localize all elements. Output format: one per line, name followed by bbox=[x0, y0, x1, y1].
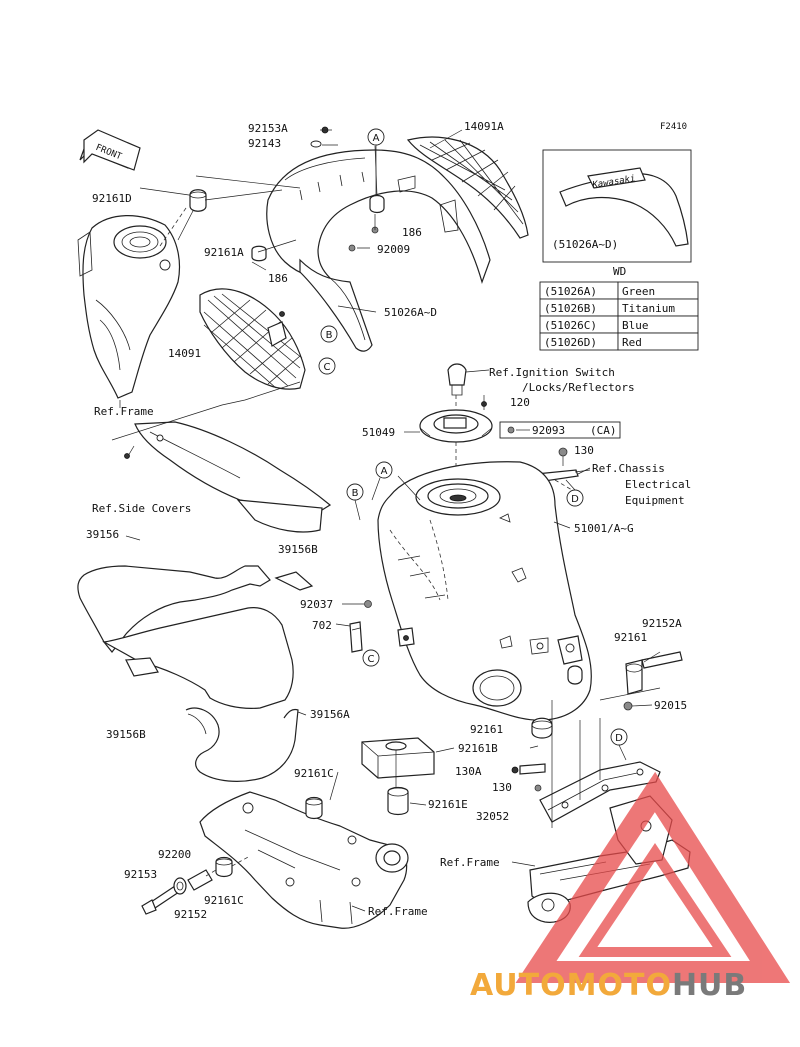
callout-ref-chassis-1: Ref.Chassis bbox=[592, 462, 665, 475]
table-row-color: Titanium bbox=[622, 302, 675, 315]
spacer-block bbox=[361, 737, 435, 790]
ref-letters: A B C A B C D D bbox=[318, 128, 628, 761]
table-row-code: (51026B) bbox=[544, 302, 597, 315]
fuel-hose bbox=[335, 600, 372, 653]
callout-ref-chassis-2: Electrical bbox=[625, 478, 691, 491]
ref-letter-d-top-text: D bbox=[571, 494, 579, 505]
callout-ref-ignition-1: Ref.Ignition Switch bbox=[489, 366, 615, 379]
spacer-92161E bbox=[387, 786, 409, 816]
table-row-code: (51026D) bbox=[544, 336, 597, 349]
callout-92153: 92153 bbox=[124, 868, 157, 881]
side-cover-panel bbox=[124, 421, 332, 533]
part-92093-box: 92093 (CA) bbox=[499, 421, 621, 439]
callout-14091: 14091 bbox=[168, 347, 201, 360]
callout-92161C-top: 92161C bbox=[294, 767, 334, 780]
ref-letter-d-bottom-text: D bbox=[615, 733, 623, 744]
color-table: WD (51026A) Green (51026B) Titanium (510… bbox=[539, 265, 699, 351]
front-arrow-icon: FRONT bbox=[79, 129, 141, 171]
callout-92152A: 92152A bbox=[642, 617, 682, 630]
table-row-color: Red bbox=[622, 336, 642, 349]
callout-39156A: 39156A bbox=[310, 708, 350, 721]
callout-92161D: 92161D bbox=[92, 192, 132, 205]
diagram-code: F2410 bbox=[660, 122, 687, 132]
callout-92009: 92009 bbox=[377, 243, 410, 256]
table-row-code: (51026A) bbox=[544, 285, 597, 298]
callout-39156: 39156 bbox=[86, 528, 119, 541]
callout-39156B-top: 39156B bbox=[278, 543, 318, 556]
ref-letter-a-mid bbox=[375, 461, 393, 479]
callout-ref-frame-right: Ref.Frame bbox=[440, 856, 500, 869]
callout-92153A: 92153A bbox=[248, 122, 288, 135]
callout-92161-mid: 92161 bbox=[470, 723, 503, 736]
mesh-grill bbox=[199, 288, 306, 390]
table-row-color: Green bbox=[622, 285, 655, 298]
callout-92152: 92152 bbox=[174, 908, 207, 921]
callout-186-a: 186 bbox=[402, 226, 422, 239]
fuel-cap-assembly bbox=[419, 363, 493, 470]
leader-lines bbox=[125, 369, 661, 912]
callout-92143: 92143 bbox=[248, 137, 281, 150]
callout-92161E: 92161E bbox=[428, 798, 468, 811]
ref-letter-a-top-text: A bbox=[373, 133, 380, 144]
inset-caption: (51026A~D) bbox=[552, 238, 618, 251]
ref-letter-c-mid bbox=[362, 649, 380, 667]
bolt-130A bbox=[511, 763, 546, 792]
callout-51026: 51026A~D bbox=[384, 306, 437, 319]
label-92093-ca: (CA) bbox=[590, 424, 617, 437]
ref-letter-b-top bbox=[320, 325, 338, 343]
table-row-code: (51026C) bbox=[544, 319, 597, 332]
ref-letter-b-top-text: B bbox=[326, 330, 333, 341]
color-table-header: WD bbox=[613, 265, 626, 278]
heat-insulator-set bbox=[77, 565, 314, 782]
ref-letter-c-top-text: C bbox=[324, 362, 331, 373]
lower-frame bbox=[199, 791, 409, 929]
ref-letter-a-mid-text: A bbox=[381, 466, 388, 477]
callout-51049: 51049 bbox=[362, 426, 395, 439]
inset-box: Kawasaki (51026A~D) bbox=[542, 149, 692, 263]
callout-92015: 92015 bbox=[654, 699, 687, 712]
bolt-130 bbox=[558, 447, 568, 466]
callout-92200: 92200 bbox=[158, 848, 191, 861]
watermark-triangle-icon bbox=[515, 771, 791, 983]
callout-186-b: 186 bbox=[268, 272, 288, 285]
watermark-part2: HUB bbox=[672, 968, 747, 1003]
callout-92161B: 92161B bbox=[458, 742, 498, 755]
fuel-tank bbox=[377, 461, 592, 739]
callout-ref-ignition-2: /Locks/Reflectors bbox=[522, 381, 635, 394]
callout-14091A: 14091A bbox=[464, 120, 504, 133]
callout-ref-frame-bottom: Ref.Frame bbox=[368, 905, 428, 918]
callout-39156B-bottom: 39156B bbox=[106, 728, 146, 741]
callout-702: 702 bbox=[312, 619, 332, 632]
callout-92161C-bottom: 92161C bbox=[204, 894, 244, 907]
callout-ref-frame-top: Ref.Frame bbox=[94, 405, 154, 418]
callout-ref-chassis-3: Equipment bbox=[625, 494, 685, 507]
watermark: AUTOMOTOHUB bbox=[470, 771, 791, 1003]
ref-letter-c-top bbox=[318, 357, 336, 375]
callout-32052: 32052 bbox=[476, 810, 509, 823]
callout-labels: 92153A 92143 14091A 92161D 92161A 186 18… bbox=[86, 120, 691, 921]
top-hardware bbox=[159, 126, 463, 317]
label-92093: 92093 bbox=[532, 424, 565, 437]
ref-letter-c-mid-text: C bbox=[368, 654, 375, 665]
callout-120: 120 bbox=[510, 396, 530, 409]
color-table-rows: (51026A) Green (51026B) Titanium (51026C… bbox=[539, 281, 699, 351]
callout-130-bottom: 130 bbox=[492, 781, 512, 794]
callout-51001: 51001/A~G bbox=[574, 522, 634, 535]
callout-92037: 92037 bbox=[300, 598, 333, 611]
frame-head-assembly bbox=[77, 187, 197, 399]
callout-130-top: 130 bbox=[574, 444, 594, 457]
watermark-part1: AUTOMOTO bbox=[470, 968, 672, 1003]
watermark-text: AUTOMOTOHUB bbox=[470, 968, 747, 1003]
tank-cover-assembly bbox=[266, 136, 529, 352]
ref-letter-b-mid-text: B bbox=[352, 488, 359, 499]
callout-ref-side-covers: Ref.Side Covers bbox=[92, 502, 191, 515]
callout-130A: 130A bbox=[455, 765, 482, 778]
callout-92161-right: 92161 bbox=[614, 631, 647, 644]
callout-92161A: 92161A bbox=[204, 246, 244, 259]
table-row-color: Blue bbox=[622, 319, 649, 332]
bolt-set-lower bbox=[141, 855, 251, 915]
